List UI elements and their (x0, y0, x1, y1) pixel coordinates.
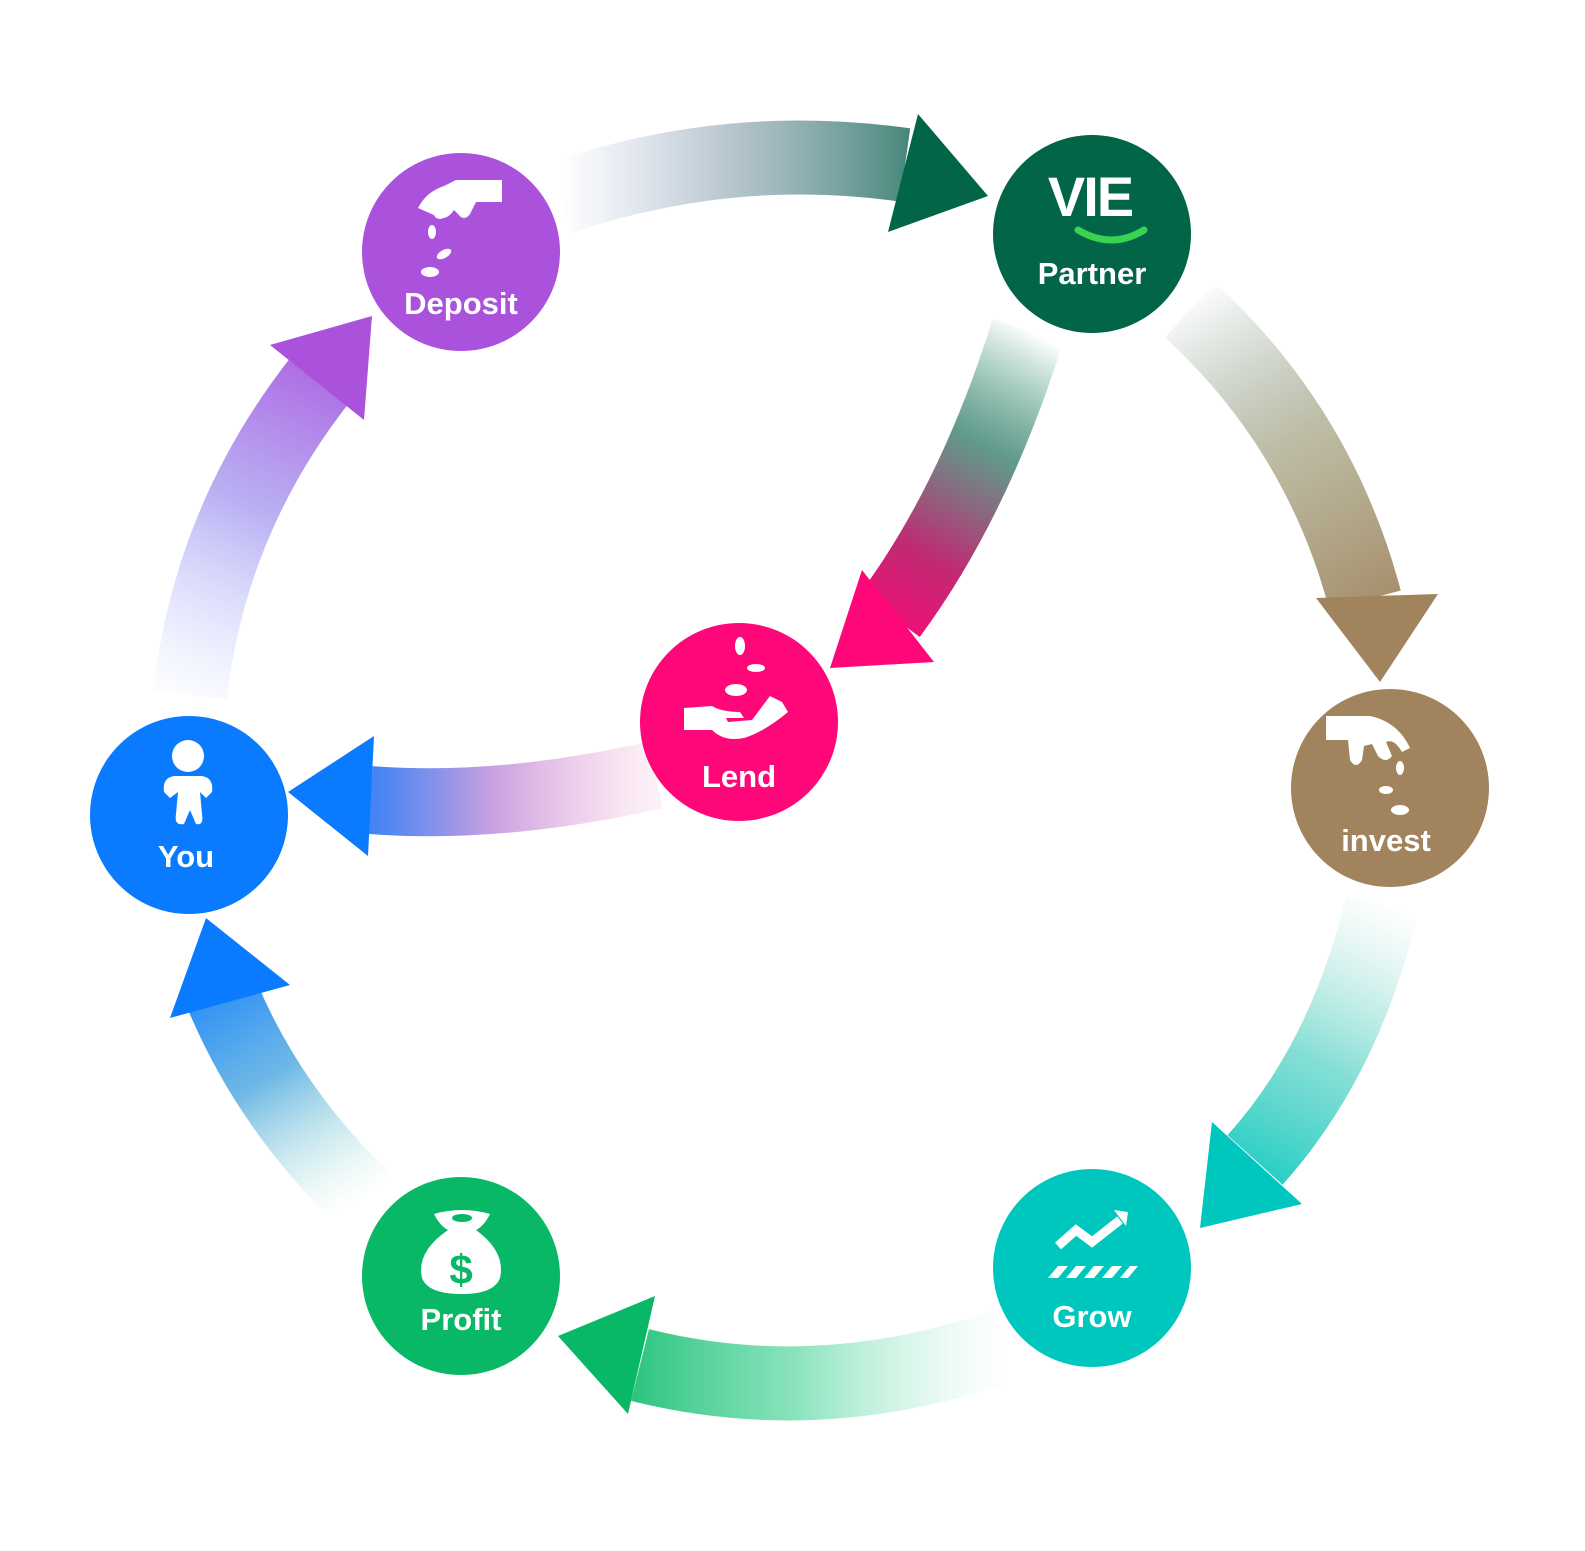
node-profit: $ Profit (362, 1177, 560, 1375)
node-grow-label: Grow (1052, 1299, 1132, 1334)
hand-dropping-coins-icon (1326, 716, 1410, 815)
svg-text:$: $ (449, 1246, 472, 1293)
node-you: You (90, 716, 288, 914)
node-invest-label: invest (1341, 823, 1431, 858)
arrow-profit-to-you (170, 918, 391, 1227)
arrow-grow-to-profit (558, 1296, 1018, 1421)
vie-logo: VIE (1048, 165, 1148, 244)
arrow-you-to-deposit (153, 316, 372, 700)
hand-dropping-coins-icon (418, 180, 502, 277)
arrow-deposit-to-partner (548, 114, 988, 234)
node-deposit-label: Deposit (404, 286, 518, 321)
node-partner: VIE Partner (993, 135, 1191, 333)
node-profit-label: Profit (421, 1302, 502, 1337)
arrow-partner-to-invest (1164, 282, 1438, 682)
arrow-invest-to-grow (1200, 896, 1418, 1228)
arrow-partner-to-lend (830, 318, 1064, 668)
person-icon (163, 740, 213, 825)
arrow-lend-to-you (288, 736, 663, 856)
node-partner-label: Partner (1038, 256, 1147, 291)
growth-chart-icon (1048, 1210, 1138, 1278)
node-invest: invest (1291, 689, 1489, 887)
node-lend: Lend (640, 623, 838, 821)
money-bag-icon: $ (421, 1210, 501, 1294)
node-lend-label: Lend (702, 759, 776, 794)
node-grow: Grow (993, 1169, 1191, 1367)
node-deposit: Deposit (362, 153, 560, 351)
hand-receiving-coins-icon (684, 637, 788, 739)
node-you-label: You (158, 839, 214, 874)
vie-logo-text: VIE (1048, 165, 1133, 228)
